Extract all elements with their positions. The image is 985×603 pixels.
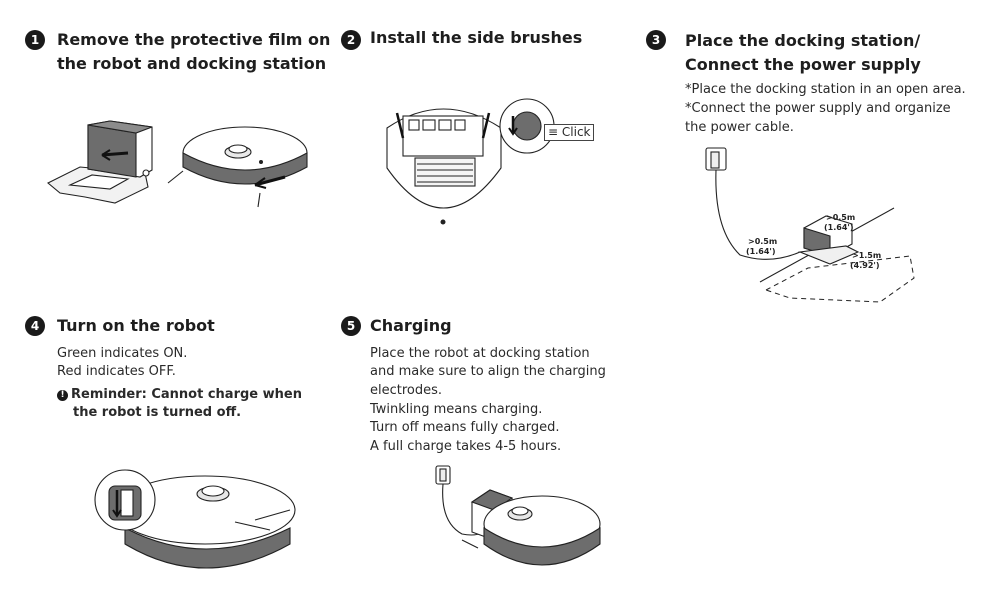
dim-front-in: (4.92') (850, 261, 880, 270)
step-4-title: Turn on the robot (57, 316, 215, 335)
step-4-reminder-line1: !Reminder: Cannot charge when (57, 386, 302, 405)
step-5-illustration (435, 465, 601, 566)
dim-left-in: (1.64') (746, 247, 776, 256)
step-3-title-line2: Connect the power supply (685, 55, 921, 74)
step-1-illustration (47, 120, 308, 208)
step-3-body-line3: the power cable. (685, 120, 794, 135)
step-4-reminder-line2: the robot is turned off. (73, 405, 242, 420)
click-label-text: Click (561, 125, 591, 139)
step-2-illustration (386, 98, 555, 225)
step-4-number-badge: 4 (25, 316, 45, 336)
step-5-body-line6: A full charge takes 4-5 hours. (370, 439, 562, 454)
step-3-number-badge: 3 (646, 30, 666, 50)
step-3-title-line1: Place the docking station/ (685, 31, 921, 50)
dim-back-in: (1.64') (824, 223, 854, 232)
step-3-body-line2: *Connect the power supply and organize (685, 101, 951, 116)
dim-left-m: >0.5m (748, 237, 777, 246)
step-5-body-line3: electrodes. (370, 383, 443, 398)
step-5-title: Charging (370, 316, 452, 335)
step-3-illustration: >0.5m (1.64') >0.5m (1.64') >1.5m (4.92'… (705, 147, 915, 303)
reminder-text-1: Reminder: Cannot charge when (71, 387, 302, 402)
step-1-number-badge: 1 (25, 30, 45, 50)
click-label: ≡ Click (544, 124, 595, 141)
step-3-body-line1: *Place the docking station in an open ar… (685, 82, 966, 97)
dim-front-m: >1.5m (852, 251, 881, 260)
step-2-number-badge: 2 (341, 30, 361, 50)
step-1-title-line2: the robot and docking station (57, 54, 327, 73)
step-5-number-badge: 5 (341, 316, 361, 336)
step-1-title-line1: Remove the protective film on (57, 30, 331, 49)
step-2-title: Install the side brushes (370, 28, 583, 47)
exclamation-circle-icon: ! (57, 390, 68, 401)
step-4-illustration (94, 469, 296, 569)
step-5-body-line5: Turn off means fully charged. (370, 420, 560, 435)
step-5-body-line2: and make sure to align the charging (370, 364, 606, 379)
step-5-body-line1: Place the robot at docking station (370, 346, 590, 361)
dim-back-m: >0.5m (826, 213, 855, 222)
step-5-body-line4: Twinkling means charging. (370, 402, 543, 417)
click-icon: ≡ (548, 125, 559, 139)
step-4-body-line1: Green indicates ON. (57, 346, 188, 361)
step-4-body-line2: Red indicates OFF. (57, 364, 176, 379)
